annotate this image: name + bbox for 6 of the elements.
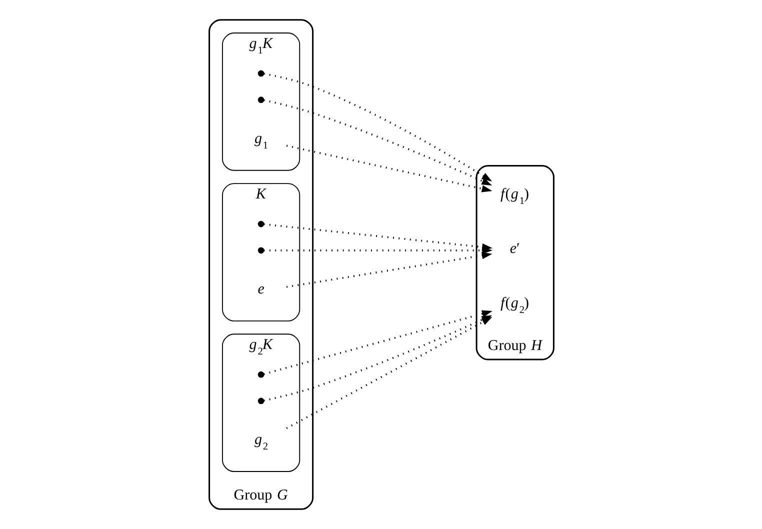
node-text: f(g$_{2}$): [500, 296, 529, 316]
node-text: g$_{1}$: [254, 130, 268, 152]
node-text: f(g$_{1}$): [500, 186, 529, 207]
node-text: g$_{2}$: [254, 432, 268, 453]
node-text: e: [257, 281, 264, 298]
node-text: e′: [509, 241, 520, 258]
